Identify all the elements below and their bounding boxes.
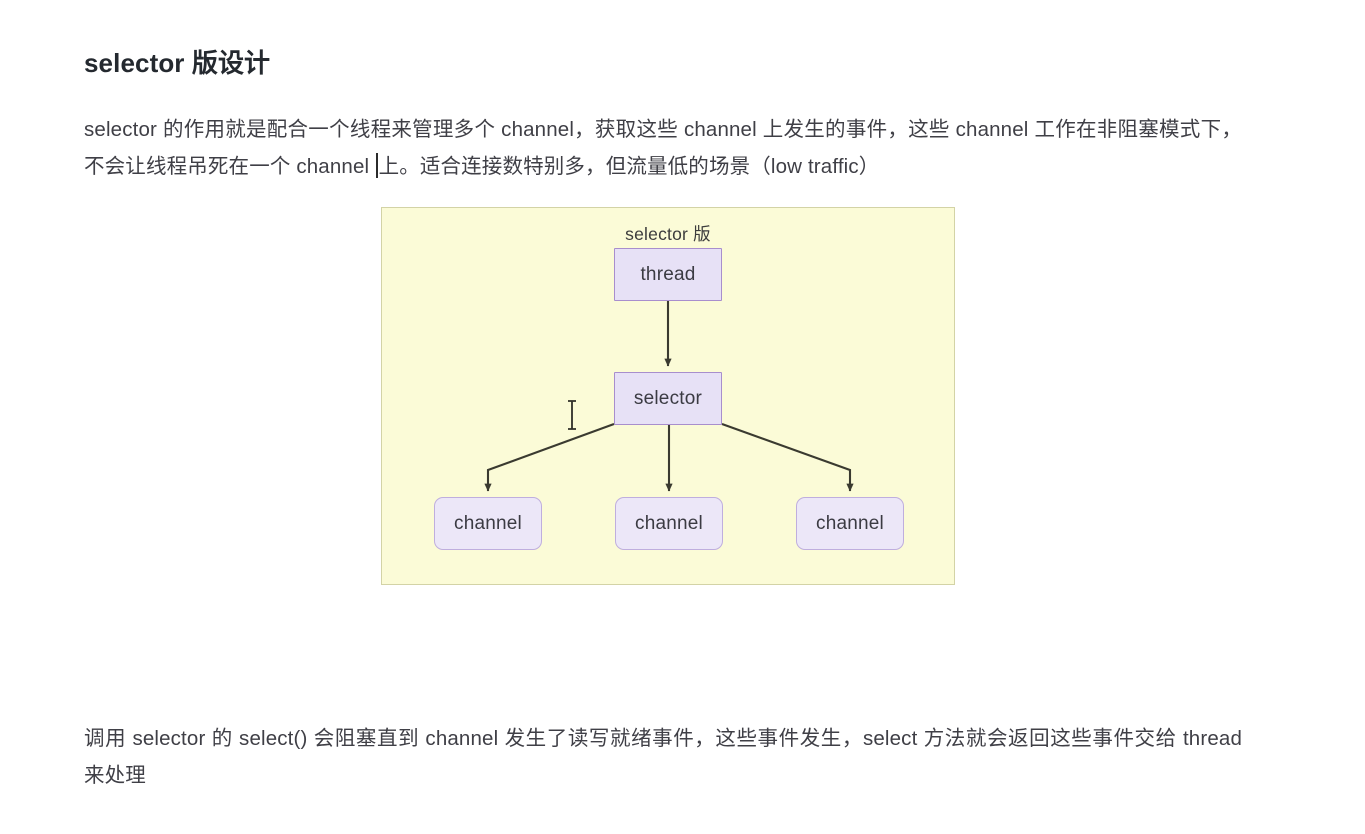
diagram-node-thread[interactable]: thread	[614, 248, 722, 301]
outro-paragraph[interactable]: 调用 selector 的 select() 会阻塞直到 channel 发生了…	[84, 726, 1242, 787]
edge-selector-to-channel-3	[721, 423, 854, 492]
text-caret	[376, 152, 378, 178]
diagram-node-channel-1[interactable]: channel	[434, 497, 542, 550]
diagram-title: selector 版	[625, 224, 711, 244]
diagram-node-channel-2-label: channel	[635, 512, 703, 534]
diagram-node-selector-label: selector	[633, 387, 703, 409]
diagram-node-thread-label: thread	[640, 263, 696, 285]
page-title: selector 版设计	[84, 48, 271, 79]
diagram-node-selector[interactable]: selector	[614, 372, 722, 425]
diagram-node-channel-1-label: channel	[454, 512, 522, 534]
diagram-node-channel-2[interactable]: channel	[615, 497, 723, 550]
diagram-node-channel-3[interactable]: channel	[796, 497, 904, 550]
edge-selector-to-channel-1	[484, 423, 615, 492]
selector-design-diagram: selector 版 thread selector channel	[381, 207, 955, 585]
diagram-node-channel-3-label: channel	[816, 512, 884, 534]
intro-paragraph[interactable]: selector 的作用就是配合一个线程来管理多个 channel，获取这些 c…	[84, 111, 1242, 185]
intro-paragraph-text-before-caret: selector 的作用就是配合一个线程来管理多个 channel，获取这些 c…	[84, 117, 1242, 178]
intro-paragraph-text-after-caret: 上。适合连接数特别多，但流量低的场景（low traffic）	[378, 154, 880, 178]
